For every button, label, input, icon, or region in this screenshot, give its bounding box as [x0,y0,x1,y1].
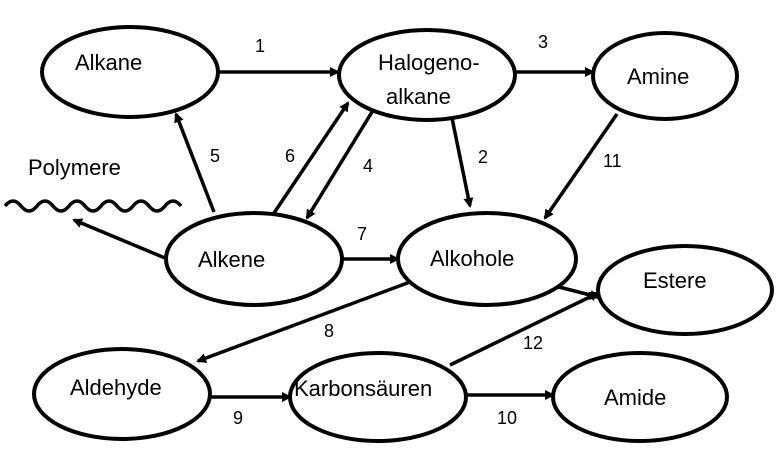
node-label-amine: Amine [627,64,689,89]
edge-label-6: 6 [285,146,295,166]
nodes: Alkane Halogeno- alkane Amine Alkene Alk… [32,25,774,443]
edge-label-12: 12 [523,333,543,353]
node-label-estere: Estere [643,268,707,293]
edge-halogenoalkane-to-alkohole [450,117,474,208]
edge-amine-to-alkohole [543,113,619,220]
edge-label-7: 7 [357,224,367,244]
edge-label-10: 10 [497,408,517,428]
label-polymere: Polymere [28,155,121,180]
node-aldehyde: Aldehyde [32,347,212,441]
edge-label-2: 2 [478,147,488,167]
node-label-aldehyde: Aldehyde [70,375,162,400]
node-estere: Estere [596,244,774,336]
edge-alkene-to-halogenoalkane [270,101,350,217]
edge-alkene-to-alkane [174,112,216,213]
node-label-amide: Amide [604,385,666,410]
node-amide: Amide [551,351,729,443]
edge-label-1: 1 [255,36,265,56]
node-label-alkohole: Alkohole [430,246,514,271]
edge-alkene-to-polymere [72,218,166,260]
node-alkane: Alkane [40,25,220,119]
node-label-karbonsaeuren: Karbonsäuren [294,376,432,401]
edge-halogenoalkane-to-alkene [305,111,374,220]
node-alkene: Alkene [164,211,344,307]
edge-label-3: 3 [538,32,548,52]
edge-label-11: 11 [603,151,622,171]
edge-label-8: 8 [324,321,334,341]
node-label-alkene: Alkene [198,247,265,272]
edge-label-5: 5 [210,146,220,166]
node-label-halogenoalkane-line2: alkane [386,84,451,109]
node-label-alkane: Alkane [75,50,142,75]
node-alkohole: Alkohole [396,211,578,307]
edge-alkohole-to-aldehyde [196,280,411,363]
edge-labels: 1 2 3 4 5 6 7 8 9 10 11 12 [210,32,622,428]
edge-label-9: 9 [233,408,243,428]
edge-karbonsaeuren-to-estere [449,291,600,367]
node-halogenoalkane: Halogeno- alkane [337,28,517,122]
node-label-halogenoalkane-line1: Halogeno- [378,50,480,75]
polymere-squiggle [3,199,183,213]
node-amine: Amine [591,31,739,121]
edges [72,67,619,402]
node-karbonsaeuren: Karbonsäuren [288,351,468,443]
edge-label-4: 4 [363,156,373,176]
